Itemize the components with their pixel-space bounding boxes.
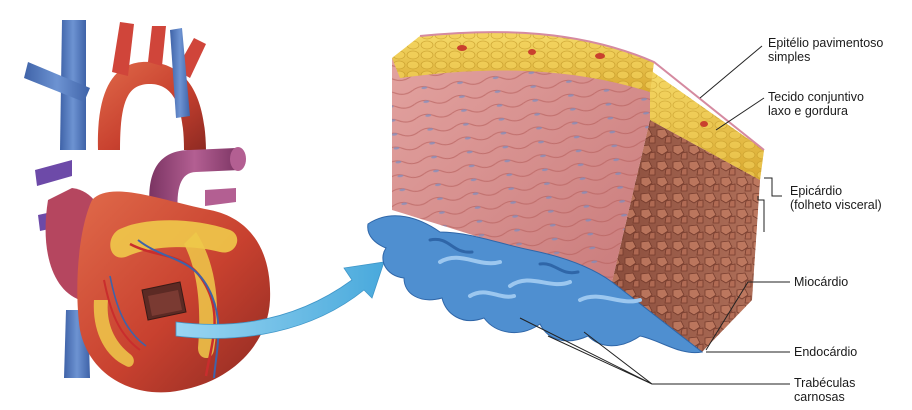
bracket-epicardio	[764, 178, 782, 196]
label-tecido-line1: Tecido conjuntivo	[768, 90, 864, 104]
label-trabeculas-line2: carnosas	[794, 390, 855, 404]
label-endocardio-line1: Endocárdio	[794, 345, 857, 359]
left-pulmonary-vein-1	[35, 160, 72, 186]
label-epicardio-line1: Epicárdio	[790, 184, 882, 198]
label-miocardio-line1: Miocárdio	[794, 275, 848, 289]
label-miocardio: Miocárdio	[794, 275, 848, 289]
label-tecido: Tecido conjuntivo laxo e gordura	[768, 90, 864, 118]
label-epicardio-line2: (folheto visceral)	[790, 198, 882, 212]
right-pulmonary-artery	[205, 188, 236, 206]
label-trabeculas: Trabéculas carnosas	[794, 376, 855, 404]
leader-tecido	[716, 98, 764, 130]
label-tecido-line2: laxo e gordura	[768, 104, 864, 118]
leader-epitelio	[700, 46, 762, 98]
label-epitelio: Epitélio pavimentoso simples	[768, 36, 883, 64]
left-carotid-artery	[148, 26, 166, 66]
label-epicardio: Epicárdio (folheto visceral)	[790, 184, 882, 212]
label-endocardio: Endocárdio	[794, 345, 857, 359]
heart-wall-block	[368, 32, 764, 353]
pulmonary-artery-opening	[230, 147, 246, 171]
label-epitelio-line2: simples	[768, 50, 883, 64]
label-epitelio-line1: Epitélio pavimentoso	[768, 36, 883, 50]
label-trabeculas-line1: Trabéculas	[794, 376, 855, 390]
